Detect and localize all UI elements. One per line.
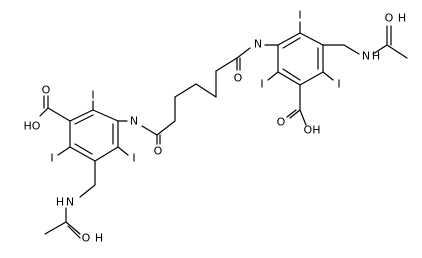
left-carboxylic-acid xyxy=(39,95,71,122)
left-amide-linkage xyxy=(117,120,161,145)
left-acetamide-hydrogen-label: H xyxy=(56,196,64,209)
right-iodine-top-label: I xyxy=(298,9,301,22)
right-cooh-oxygen-label: O xyxy=(277,116,286,129)
left-amide-oxygen-label: O xyxy=(154,145,163,158)
right-carboxylic-acid xyxy=(286,84,307,126)
left-iodine-top-label: I xyxy=(91,89,94,102)
right-acetamide-nitrogen-label: N xyxy=(362,50,370,63)
right-amide-linkage xyxy=(236,44,279,71)
left-iodine-left-label: I xyxy=(50,152,53,165)
right-amide-nitrogen-label: N xyxy=(254,38,262,51)
left-iodine-bottom-label: I xyxy=(132,152,135,165)
right-benzene-ring xyxy=(277,32,324,86)
left-acetamidomethyl xyxy=(44,160,96,239)
right-acetamide-hydrogen2-label: H xyxy=(398,12,406,25)
right-amide-oxygen-label: O xyxy=(234,72,243,85)
left-acetamide-oxygen-label: O xyxy=(82,232,91,245)
right-acetamide-hydrogen-label: H xyxy=(372,50,380,63)
right-c-i-right-bond xyxy=(322,71,334,81)
left-c-i-left-bond xyxy=(57,146,71,156)
right-acetamide-oxygen-label: O xyxy=(385,12,394,25)
right-iodine-left-label: I xyxy=(260,78,263,91)
right-acetamidomethyl xyxy=(322,25,408,59)
right-c-i-left-bond xyxy=(267,71,279,81)
right-iodine-right-label: I xyxy=(337,78,340,91)
left-acetamide-nitrogen-label: N xyxy=(66,196,74,209)
left-acetamide-hydrogen2-label: H xyxy=(95,232,103,245)
left-cooh-hydroxyl-label: HO xyxy=(24,120,41,133)
left-c-i-bottom-bond xyxy=(117,146,129,156)
left-amide-nitrogen-label: N xyxy=(130,115,138,128)
left-benzene-ring xyxy=(69,109,119,162)
right-cooh-hydroxyl-label: OH xyxy=(304,124,321,137)
left-cooh-oxygen-label: O xyxy=(42,84,51,97)
hexanediamide-chain xyxy=(156,57,238,136)
